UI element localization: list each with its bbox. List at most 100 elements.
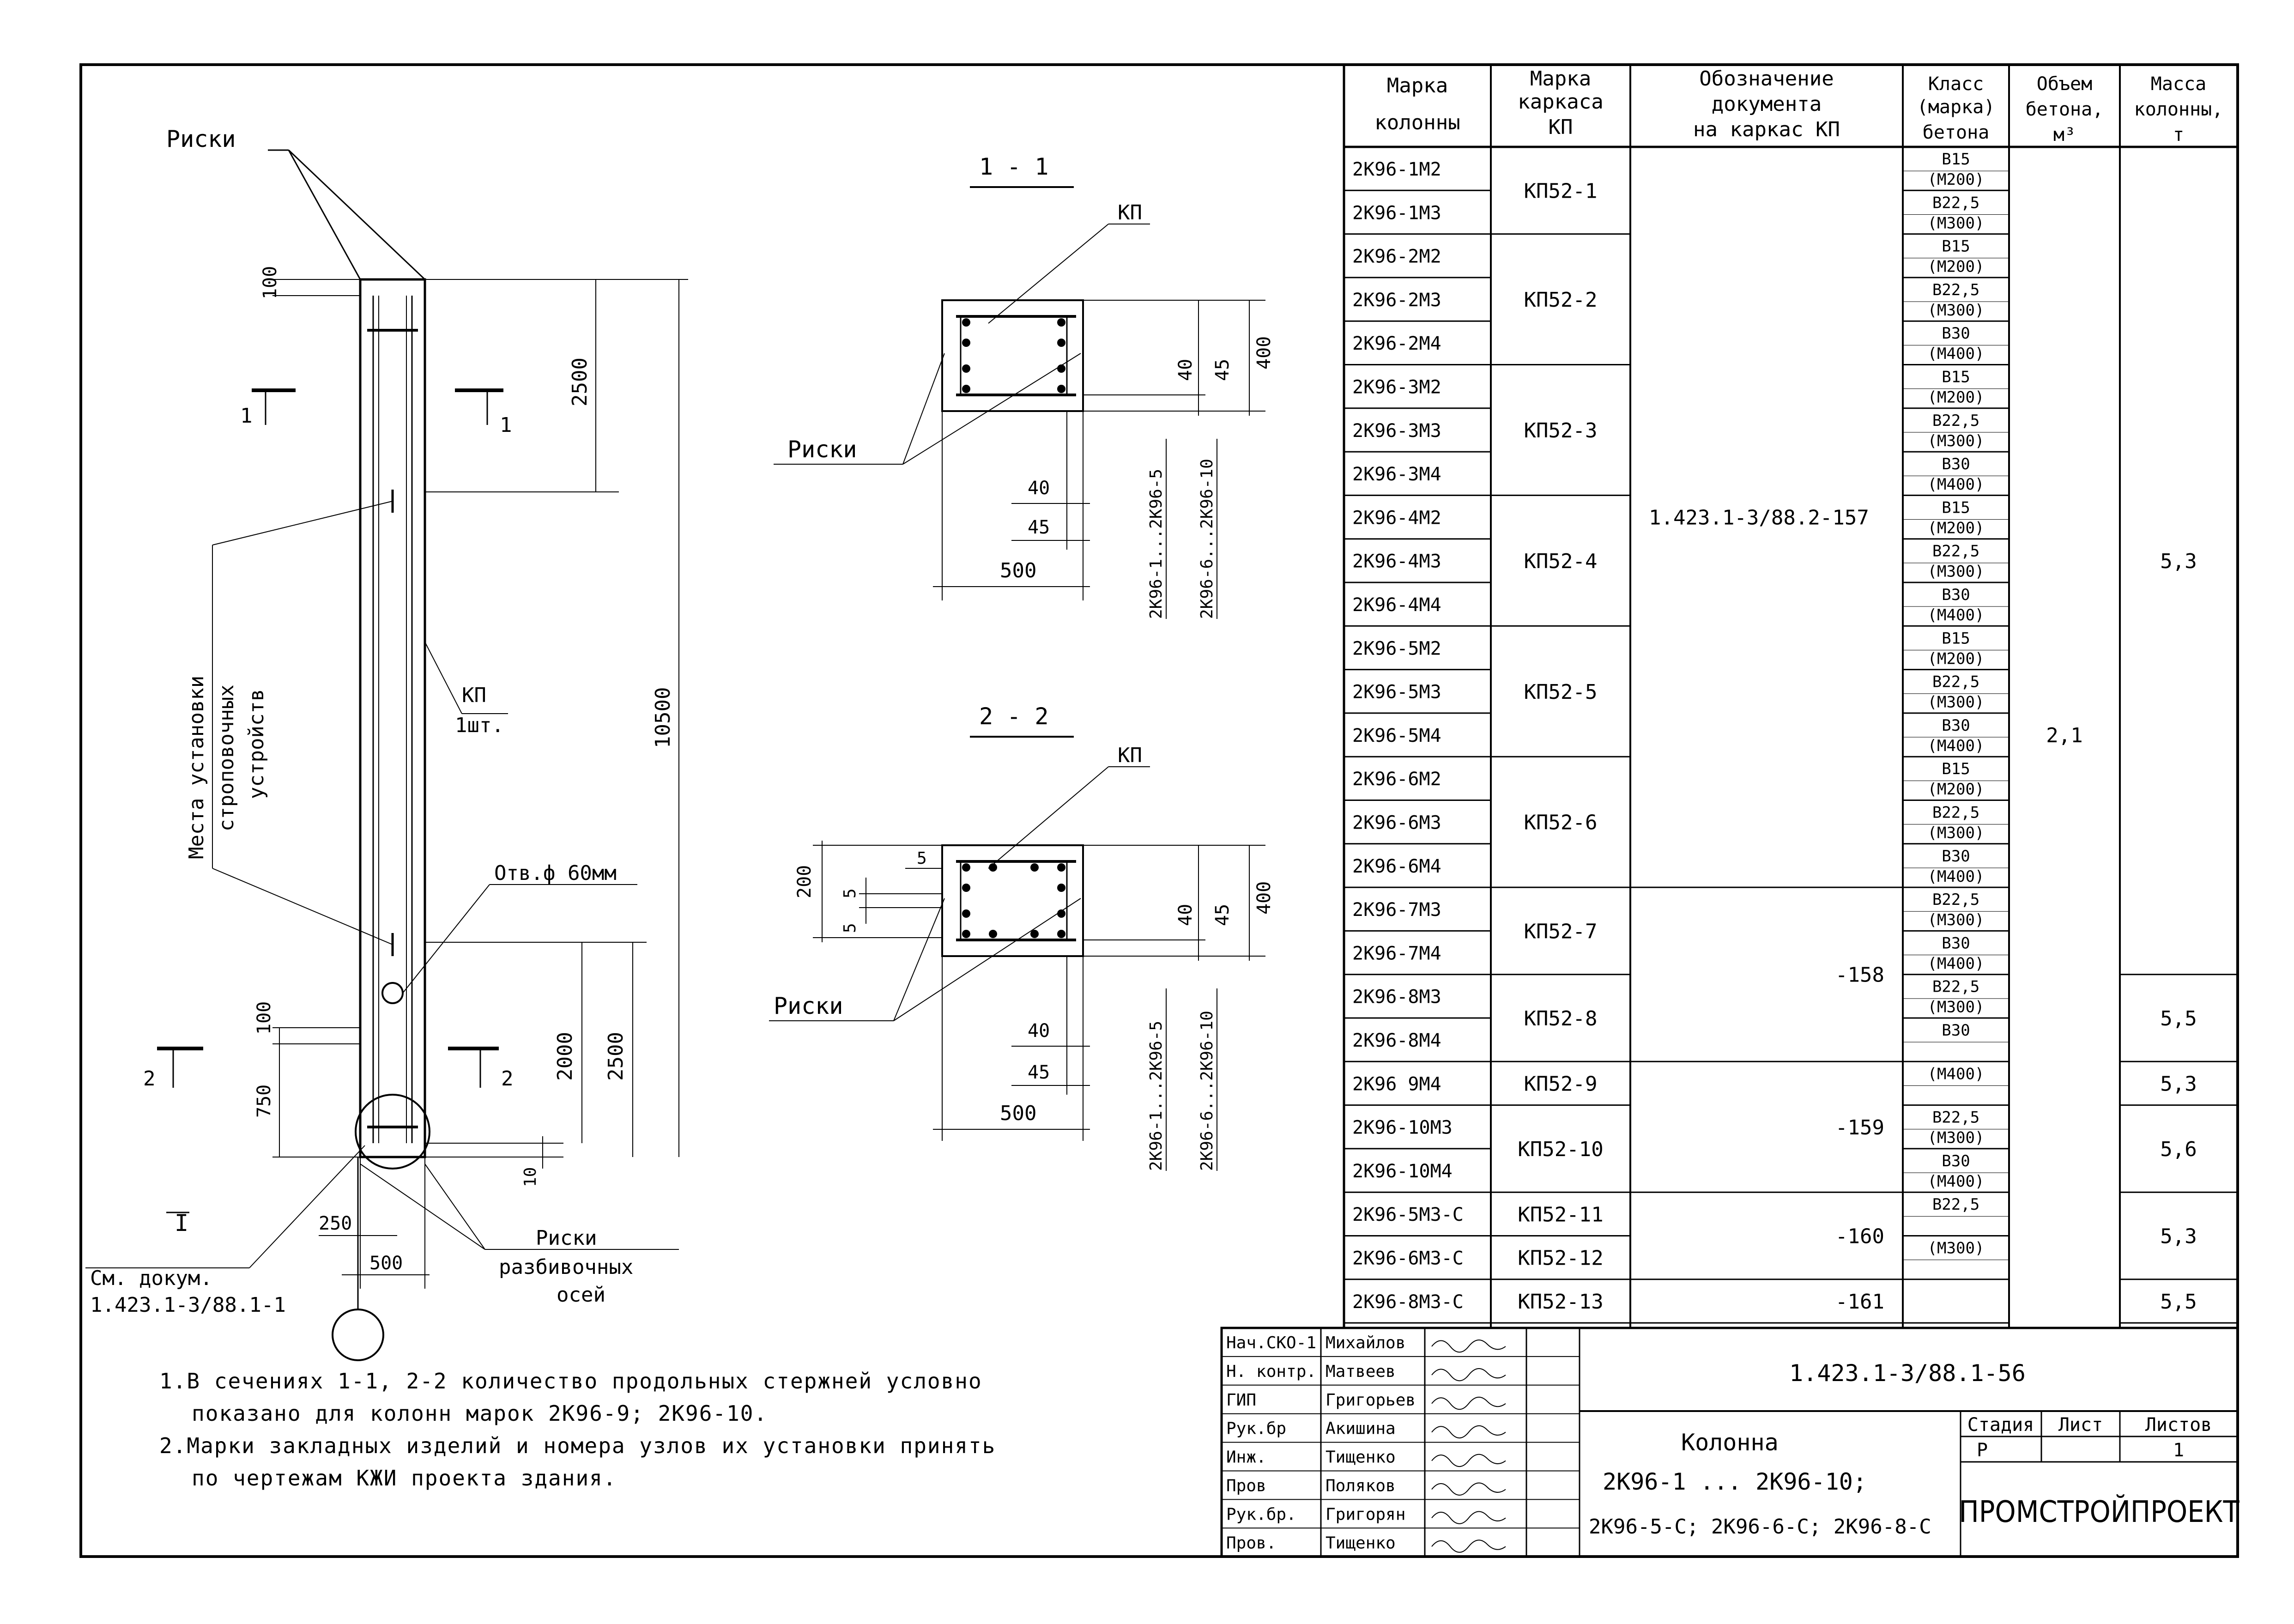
row-concrete-grade: (М300)	[1928, 563, 1985, 581]
sec22-dim-5b: 5	[841, 923, 859, 933]
frame-mark: КП52-12	[1518, 1247, 1603, 1270]
stamp-sheets-header: Листов	[2145, 1414, 2212, 1436]
hdr-col5-l3: м³	[2053, 124, 2076, 145]
row-concrete-class: (М300)	[1928, 1239, 1985, 1258]
frame-mark: КП52-1	[1524, 179, 1598, 203]
hole-60	[381, 982, 404, 1004]
frame-mark: КП52-7	[1524, 920, 1598, 943]
column-outline	[359, 278, 426, 1158]
row-concrete-class: В30	[1942, 324, 1970, 343]
stamp-stage-header: Стадия	[1967, 1414, 2034, 1436]
row-mark: 2К96-6М4	[1352, 856, 1441, 877]
row-mark: 2К96-3М3	[1352, 420, 1441, 442]
frame-mark: КП52-10	[1518, 1138, 1603, 1161]
table-headers: Марка колонны Марка каркаса КП Обозначен…	[1374, 67, 2223, 145]
hdr-col1-l2: колонны	[1374, 111, 1460, 134]
signature	[1431, 1397, 1506, 1410]
dim-10500: 10500	[651, 687, 675, 748]
row-concrete-grade: (М400)	[1928, 867, 1985, 886]
frame-mark: КП52-5	[1524, 680, 1598, 704]
sec22-dim-45a: 45	[1212, 904, 1233, 926]
row-concrete-class: В15	[1942, 237, 1970, 256]
hdr-col3-l3: на каркас КП	[1693, 118, 1840, 141]
row-concrete-class: В22,5	[1932, 1109, 1979, 1127]
sec22-kp: КП	[1118, 744, 1142, 767]
label-riski-razb-3: осей	[557, 1283, 605, 1307]
stamp-role: ГИП	[1226, 1391, 1256, 1410]
sec11-kp: КП	[1118, 201, 1142, 224]
row-concrete-class: В30	[1942, 716, 1970, 735]
note-line-4: по чертежам КЖИ проекта здания.	[192, 1466, 617, 1491]
stamp-sheet-header: Лист	[2058, 1414, 2103, 1436]
dim-100-top: 100	[260, 266, 281, 299]
row-concrete-class: В15	[1942, 760, 1970, 778]
hdr-col6-l1: Масса	[2151, 73, 2206, 95]
hdr-col3-l2: документа	[1712, 92, 1822, 116]
node-circle	[355, 1094, 430, 1170]
label-otv: Отв.ф 60мм	[494, 861, 617, 885]
hdr-col2-l3: КП	[1549, 115, 1573, 139]
row-concrete-class: В30	[1942, 455, 1970, 473]
sec22-title: 2 - 2	[979, 703, 1049, 730]
row-concrete-class: В15	[1942, 150, 1970, 169]
label-kp: КП	[462, 684, 486, 707]
row-mark: 2К96-3М4	[1352, 464, 1441, 485]
row-mark: 2К96-6М3-С	[1352, 1248, 1464, 1269]
hdr-col4-l3: бетона	[1923, 122, 1990, 143]
row-mark: 2К96-10М4	[1352, 1161, 1453, 1182]
hdr-col5-l1: Объем	[2037, 73, 2092, 95]
doc-designation: -161	[1835, 1290, 1884, 1314]
signature	[1431, 1454, 1506, 1467]
dim-2500-top: 2500	[568, 358, 592, 406]
sec11-dim-45b: 45	[1028, 517, 1050, 538]
row-concrete-class: В22,5	[1932, 1195, 1979, 1214]
row-concrete-class: В22,5	[1932, 542, 1979, 561]
note-line-1: 1.В сечениях 1-1, 2-2 количество продоль…	[159, 1369, 982, 1394]
signature	[1431, 1368, 1506, 1382]
row-mark: 2К96-6М2	[1352, 769, 1441, 790]
stamp-name: Тищенко	[1326, 1448, 1396, 1467]
label-kp-1sht: 1шт.	[455, 714, 504, 737]
row-concrete-class: В30	[1942, 586, 1970, 604]
dim-2000: 2000	[553, 1032, 577, 1081]
sec22-riski: Риски	[774, 993, 843, 1019]
row-concrete-class: В22,5	[1932, 194, 1979, 212]
row-concrete-grade: (М300)	[1928, 693, 1985, 712]
axis-circle	[332, 1309, 384, 1361]
row-concrete-class: (М400)	[1928, 1065, 1985, 1083]
row-concrete-grade: (М300)	[1928, 824, 1985, 842]
frame-mark: КП52-11	[1518, 1203, 1603, 1226]
label-node: I	[175, 1210, 188, 1236]
sec2-mark-right: 2	[501, 1067, 514, 1091]
signature	[1431, 1511, 1506, 1524]
label-riski-top: Риски	[166, 126, 236, 152]
row-concrete-grade: (М400)	[1928, 1172, 1985, 1191]
hdr-col4-l1: Класс	[1928, 73, 1984, 95]
row-concrete-grade: (М200)	[1928, 780, 1985, 799]
label-sm-dokum: См. докум.	[90, 1266, 212, 1290]
row-concrete-class: В22,5	[1932, 804, 1979, 822]
column-elevation: Риски 100 2500 10500 1 1 2 2 Места устан…	[85, 126, 688, 1361]
row-concrete-grade: (М400)	[1928, 345, 1985, 363]
row-mark: 2К96-2М4	[1352, 333, 1441, 354]
sec11-dim-400: 400	[1253, 336, 1275, 370]
row-concrete-grade: (М200)	[1928, 170, 1985, 189]
notes: 1.В сечениях 1-1, 2-2 количество продоль…	[159, 1365, 1189, 1494]
stamp-org-logo: ПРОМСТРОЙПРОЕКТ	[1959, 1494, 2240, 1529]
stamp-title-1: Колонна	[1681, 1429, 1779, 1456]
row-concrete-grade: (М300)	[1928, 301, 1985, 320]
stamp-name: Акишина	[1326, 1419, 1396, 1438]
dim-100-bot: 100	[254, 1001, 275, 1035]
row-mark: 2К96-7М4	[1352, 943, 1441, 964]
row-mark: 2К96-8М3-С	[1352, 1291, 1464, 1313]
mass-value: 5,5	[2160, 1290, 2197, 1314]
sec1-mark-right: 1	[500, 413, 512, 437]
row-concrete-grade: (М300)	[1928, 214, 1985, 232]
stamp-role: Пров	[1226, 1477, 1266, 1496]
stamp-name: Григорьев	[1326, 1391, 1416, 1410]
spec-table: Марка колонны Марка каркаса КП Обозначен…	[1343, 63, 2239, 1329]
row-concrete-grade: (М200)	[1928, 649, 1985, 668]
mass-value: 5,3	[2160, 1072, 2197, 1096]
